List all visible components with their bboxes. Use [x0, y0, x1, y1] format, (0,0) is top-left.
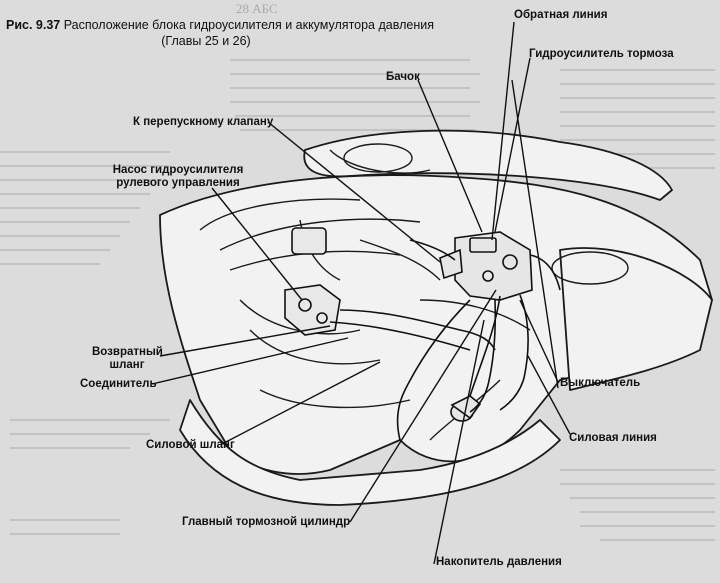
- figure-caption: Рис. 9.37 Расположение блока гидроусилит…: [6, 17, 476, 49]
- label-return-hose: Возвратный шланг: [92, 346, 163, 372]
- leader-lines: [151, 21, 571, 565]
- front-bumper: [179, 399, 561, 506]
- label-return-hose-line2: шланг: [109, 359, 145, 371]
- label-steering-pump: Насос гидроусилителя рулевого управления: [110, 164, 246, 190]
- label-to-bypass-valve: К перепускному клапану: [133, 116, 274, 128]
- label-reservoir: Бачок: [386, 71, 420, 83]
- label-switch: Выключатель: [560, 377, 641, 389]
- figure-number: Рис. 9.37: [6, 18, 61, 32]
- figure-title: Расположение блока гидроусилителя и акку…: [63, 18, 434, 32]
- steering-pump: [284, 227, 341, 336]
- label-steering-pump-line1: Насос гидроусилителя: [112, 164, 244, 176]
- label-return-line: Обратная линия: [514, 9, 608, 21]
- booster-unit: [439, 231, 533, 301]
- label-connector: Соединитель: [80, 378, 157, 390]
- label-accumulator: Накопитель давления: [436, 556, 562, 568]
- label-power-hose: Силовой шланг: [146, 439, 235, 451]
- label-brake-booster: Гидроусилитель тормоза: [529, 48, 674, 60]
- hydraulic-lines: [329, 239, 561, 441]
- background-heading: 28 АБС: [236, 2, 278, 16]
- label-return-hose-line1: Возвратный: [92, 346, 163, 358]
- label-steering-pump-line2: рулевого управления: [116, 177, 240, 189]
- label-power-line: Силовая линия: [569, 432, 657, 444]
- figure-subtitle: (Главы 25 и 26): [161, 34, 251, 48]
- label-master-cylinder: Главный тормозной цилиндр: [182, 516, 351, 528]
